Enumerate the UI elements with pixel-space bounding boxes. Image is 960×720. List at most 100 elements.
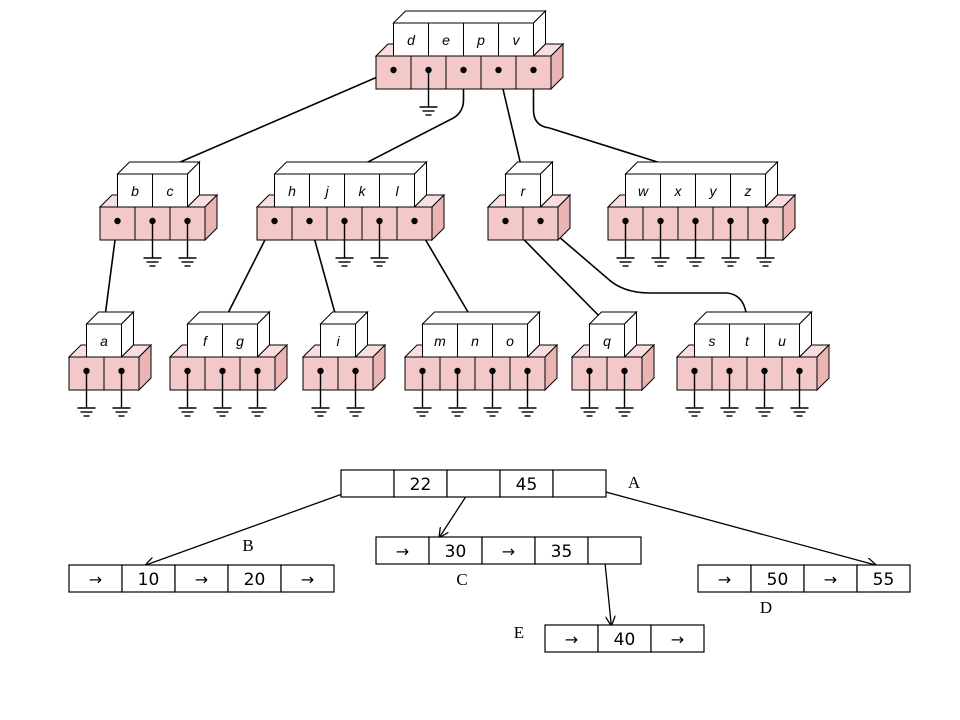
node-link xyxy=(146,484,368,565)
null-ground-icon xyxy=(419,70,438,116)
key-label: v xyxy=(513,32,521,48)
pointer-row-top-face xyxy=(67,344,87,358)
null-ground-icon xyxy=(143,221,162,267)
key-label: z xyxy=(744,183,752,199)
key-cell xyxy=(393,22,429,57)
node-label: E xyxy=(514,623,524,642)
cell-value: 20 xyxy=(244,570,266,590)
lower-tree-links xyxy=(146,484,876,625)
tree-edge xyxy=(532,70,696,175)
leaf-mno: m n o xyxy=(403,310,559,417)
key-label: t xyxy=(745,333,750,349)
node-cell xyxy=(856,564,911,593)
pointer-row-top-face xyxy=(374,43,394,57)
pointer-dot xyxy=(537,217,544,225)
pointer-row-top-face xyxy=(486,194,506,208)
cell-value: 35 xyxy=(551,542,573,562)
node-cell xyxy=(481,536,536,565)
key-cell xyxy=(309,173,345,208)
null-ground-icon xyxy=(580,371,599,417)
pointer-dot xyxy=(411,217,418,225)
key-cell xyxy=(498,22,534,57)
pointer-row-top-face xyxy=(675,344,695,358)
key-label: x xyxy=(674,183,683,199)
pointer-dot xyxy=(502,217,509,225)
node-cell xyxy=(750,564,805,593)
null-ground-icon xyxy=(686,221,705,267)
cell-value: 45 xyxy=(516,475,538,495)
pointer-dot xyxy=(114,217,121,225)
pointer-arrow-icon: → xyxy=(565,630,578,649)
node-label: D xyxy=(760,598,772,617)
cell-value: 10 xyxy=(138,570,160,590)
cell-value: 22 xyxy=(410,475,432,495)
key-label: g xyxy=(236,333,244,349)
null-ground-icon xyxy=(248,371,267,417)
null-ground-icon xyxy=(178,371,197,417)
tree-edge xyxy=(539,220,748,325)
pointer-row-top-face xyxy=(168,344,188,358)
key-label: u xyxy=(778,333,786,349)
node-cell xyxy=(375,536,430,565)
pointer-arrow-icon: → xyxy=(671,630,684,649)
key-cell xyxy=(764,323,800,358)
null-ground-icon xyxy=(77,371,96,417)
key-label: a xyxy=(100,333,108,349)
tree-edge xyxy=(152,69,394,175)
pointer-row-top-face xyxy=(570,344,590,358)
key-label: o xyxy=(506,333,514,349)
key-label: c xyxy=(167,183,174,199)
cell-value: 50 xyxy=(767,570,789,590)
null-ground-icon xyxy=(370,221,389,267)
node-cell xyxy=(446,469,501,498)
node-C: →30→35C xyxy=(375,536,642,589)
key-label: n xyxy=(471,333,479,349)
pointer-arrow-icon: → xyxy=(301,570,314,589)
key-label: m xyxy=(434,333,446,349)
key-label: f xyxy=(203,333,209,349)
key-cell xyxy=(320,323,356,358)
null-ground-icon xyxy=(756,221,775,267)
node-cell xyxy=(587,536,642,565)
null-ground-icon xyxy=(790,371,809,417)
key-label: s xyxy=(709,333,716,349)
key-row-top-face xyxy=(116,161,201,175)
node-cell xyxy=(340,469,395,498)
pointer-arrow-icon: → xyxy=(396,542,409,561)
node-cell xyxy=(552,469,607,498)
key-label: r xyxy=(521,183,527,199)
node-cell xyxy=(534,536,589,565)
cell-value: 40 xyxy=(614,630,636,650)
cell-value: 30 xyxy=(445,542,467,562)
key-cell xyxy=(187,323,223,358)
key-cell xyxy=(344,173,380,208)
pointer-row-top-face xyxy=(98,194,118,208)
null-ground-icon xyxy=(213,371,232,417)
key-cell xyxy=(589,323,625,358)
pointer-dot xyxy=(495,66,502,74)
node-cell xyxy=(597,624,652,653)
null-ground-icon xyxy=(448,371,467,417)
key-label: w xyxy=(638,183,649,199)
pointer-arrow-icon: → xyxy=(502,542,515,561)
key-cell xyxy=(152,173,188,208)
key-label: l xyxy=(395,183,399,199)
tree-edge xyxy=(344,70,465,175)
key-row-top-face xyxy=(693,311,813,325)
key-row-top-face xyxy=(186,311,271,325)
node-cell xyxy=(227,564,282,593)
null-ground-icon xyxy=(112,371,131,417)
null-ground-icon xyxy=(178,221,197,267)
null-ground-icon xyxy=(651,221,670,267)
key-label: e xyxy=(442,32,450,48)
key-cell xyxy=(505,173,541,208)
key-label: h xyxy=(288,183,296,199)
node-label: B xyxy=(242,536,253,555)
key-label: b xyxy=(131,183,139,199)
null-ground-icon xyxy=(755,371,774,417)
